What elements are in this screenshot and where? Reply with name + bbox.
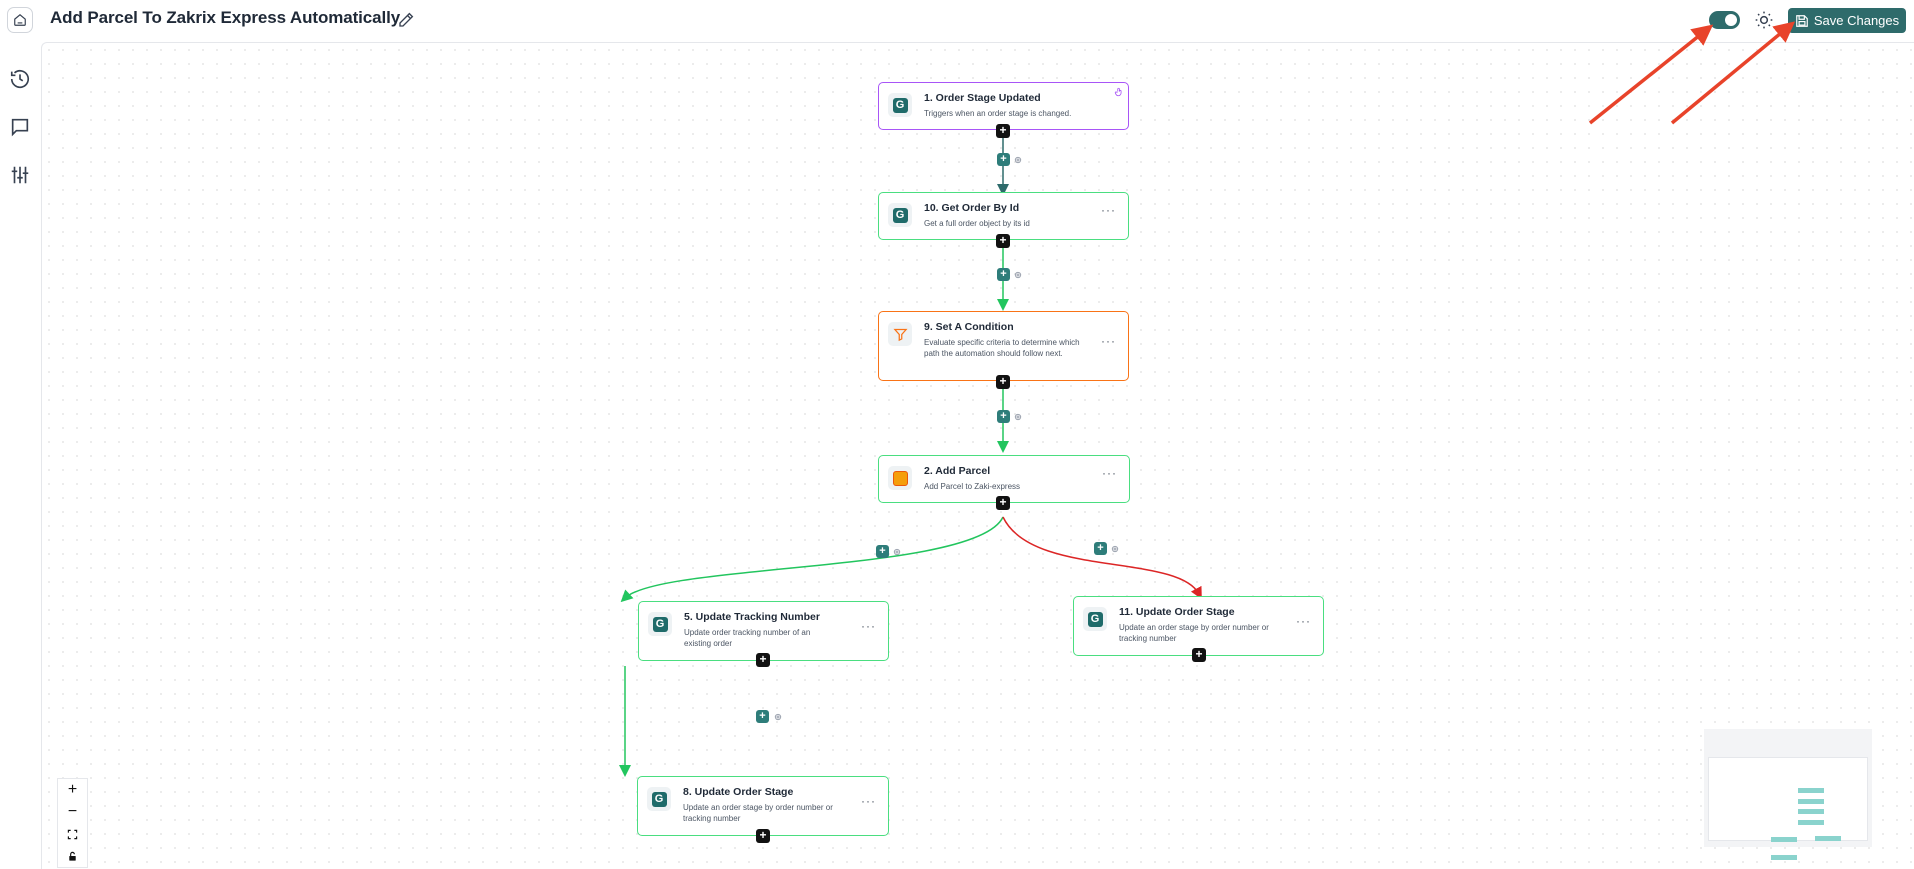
settings-icon[interactable]	[1014, 413, 1022, 421]
flow-canvas[interactable]: G 1. Order Stage Updated Triggers when a…	[41, 42, 1914, 869]
sun-icon[interactable]	[1754, 10, 1774, 30]
insert-step-button[interactable]: +	[997, 153, 1010, 166]
node-description: Get a full order object by its id	[924, 219, 1030, 228]
node-menu-button[interactable]: ···	[1101, 203, 1116, 217]
node-icon	[888, 466, 912, 490]
g-logo-icon: G	[892, 207, 908, 223]
comment-icon[interactable]	[9, 116, 31, 138]
top-bar: Add Parcel To Zakrix Express Automatical…	[0, 0, 1914, 42]
add-step-button[interactable]: +	[1192, 648, 1206, 662]
node-icon: G	[888, 93, 912, 117]
settings-icon[interactable]	[774, 713, 782, 721]
insert-step-button[interactable]: +	[756, 710, 769, 723]
flow-edges	[619, 131, 1202, 777]
insert-step-button[interactable]: +	[1094, 542, 1107, 555]
edge-n2-n5[interactable]	[620, 516, 1004, 603]
insert-step-button[interactable]: +	[876, 545, 889, 558]
node-order-stage-updated[interactable]: G 1. Order Stage Updated Triggers when a…	[878, 82, 1129, 130]
node-icon: G	[648, 612, 672, 636]
minimap-node	[1815, 836, 1841, 841]
node-description: Triggers when an order stage is changed.	[924, 109, 1072, 118]
node-update-order-stage-8[interactable]: G 8. Update Order Stage Update an order …	[637, 776, 889, 836]
minimap-viewport	[1708, 757, 1868, 841]
settings-icon[interactable]	[1014, 271, 1022, 279]
node-menu-button[interactable]: ···	[861, 619, 876, 633]
lock-button[interactable]	[58, 845, 87, 867]
node-description: Update an order stage by order number or…	[1119, 623, 1269, 643]
minimap[interactable]	[1704, 729, 1872, 860]
minimap-node	[1771, 855, 1797, 860]
add-step-button[interactable]: +	[996, 375, 1010, 389]
save-changes-label: Save Changes	[1813, 13, 1900, 28]
edge-n2-n11[interactable]	[1002, 516, 1202, 600]
node-description: Add Parcel to Zaki-express	[924, 482, 1021, 491]
node-icon: G	[1083, 607, 1107, 631]
node-icon: G	[888, 203, 912, 227]
node-description: Update an order stage by order number or…	[683, 803, 833, 823]
insert-step-button[interactable]: +	[997, 410, 1010, 423]
node-description: Update order tracking number of an exist…	[684, 628, 811, 648]
add-step-button[interactable]: +	[756, 829, 770, 843]
node-title: 5. Update Tracking Number	[684, 611, 820, 623]
lock-icon	[69, 851, 76, 861]
funnel-icon	[892, 328, 908, 341]
minimap-node	[1771, 837, 1797, 842]
settings-icon[interactable]	[893, 548, 901, 556]
node-description: Evaluate specific criteria to determine …	[924, 338, 1080, 358]
node-icon: G	[647, 787, 671, 811]
add-step-button[interactable]: +	[756, 653, 770, 667]
hand-pointer-icon	[1114, 87, 1122, 97]
g-logo-icon: G	[892, 97, 908, 113]
parcel-icon	[892, 470, 908, 486]
add-step-button[interactable]: +	[996, 124, 1010, 138]
g-logo-icon: G	[1087, 611, 1103, 627]
g-logo-icon: G	[651, 791, 667, 807]
node-get-order-by-id[interactable]: G 10. Get Order By Id Get a full order o…	[878, 192, 1129, 240]
fit-view-button[interactable]	[58, 823, 87, 845]
node-set-a-condition[interactable]: 9. Set A Condition Evaluate specific cri…	[878, 311, 1129, 381]
zoom-out-button[interactable]: −	[67, 803, 78, 820]
minimap-node	[1798, 809, 1824, 814]
left-sidebar	[0, 42, 40, 869]
add-step-button[interactable]: +	[996, 234, 1010, 248]
zoom-controls: + −	[57, 778, 88, 868]
node-title: 8. Update Order Stage	[683, 786, 794, 798]
node-title: 11. Update Order Stage	[1119, 606, 1235, 618]
page-title: Add Parcel To Zakrix Express Automatical…	[50, 8, 401, 27]
settings-icon[interactable]	[1014, 156, 1022, 164]
save-icon	[1796, 14, 1808, 27]
home-button[interactable]	[7, 7, 33, 33]
pencil-icon[interactable]	[397, 11, 415, 29]
node-icon	[888, 322, 912, 346]
minimap-node	[1798, 820, 1824, 825]
node-title: 1. Order Stage Updated	[924, 92, 1041, 104]
node-menu-button[interactable]: ···	[861, 794, 876, 808]
node-title: 2. Add Parcel	[924, 465, 991, 477]
settings-icon[interactable]	[1111, 545, 1119, 553]
node-menu-button[interactable]: ···	[1102, 466, 1117, 480]
zoom-in-button[interactable]: +	[67, 781, 78, 798]
g-logo-icon: G	[652, 616, 668, 632]
fit-view-icon	[67, 829, 78, 839]
node-menu-button[interactable]: ···	[1101, 334, 1116, 348]
node-title: 10. Get Order By Id	[924, 202, 1020, 214]
node-menu-button[interactable]: ···	[1296, 614, 1311, 628]
sliders-icon[interactable]	[9, 164, 31, 186]
home-icon	[14, 13, 26, 26]
node-update-order-stage-11[interactable]: G 11. Update Order Stage Update an order…	[1073, 596, 1324, 656]
node-add-parcel[interactable]: 2. Add Parcel Add Parcel to Zaki-express…	[878, 455, 1130, 503]
add-step-button[interactable]: +	[996, 496, 1010, 510]
automation-active-toggle[interactable]	[1709, 11, 1740, 29]
save-changes-button[interactable]: Save Changes	[1788, 8, 1906, 33]
toggle-knob	[1725, 14, 1737, 26]
minimap-node	[1798, 799, 1824, 804]
node-title: 9. Set A Condition	[924, 321, 1014, 333]
insert-step-button[interactable]: +	[997, 268, 1010, 281]
node-update-tracking-number[interactable]: G 5. Update Tracking Number Update order…	[638, 601, 889, 661]
minimap-node	[1798, 788, 1824, 793]
history-icon[interactable]	[9, 68, 31, 90]
